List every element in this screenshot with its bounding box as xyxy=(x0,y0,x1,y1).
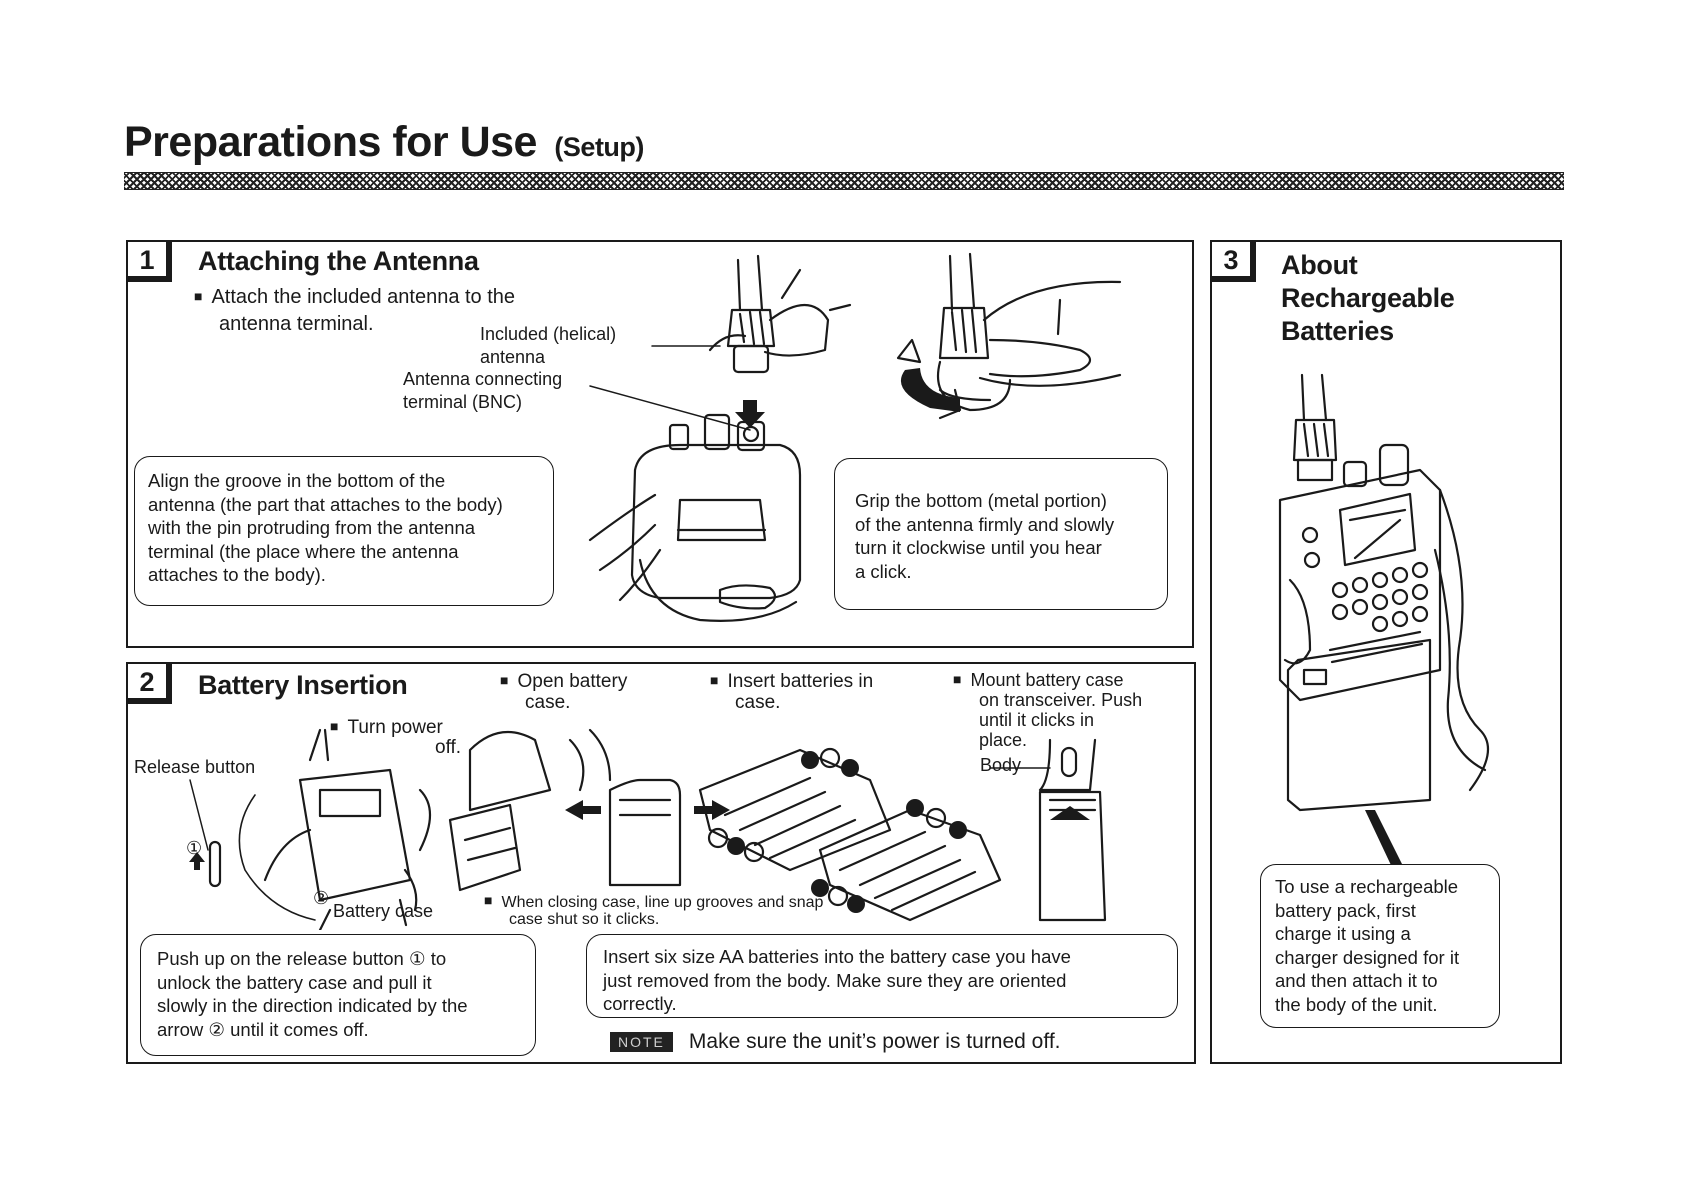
section2-callout-left: Push up on the release button ① to unloc… xyxy=(140,934,536,1056)
label-battery-case: Battery case xyxy=(333,901,434,921)
step-insert-batteries-2: case. xyxy=(735,692,781,713)
section1-callout-right-line: a click. xyxy=(855,560,912,582)
note-text: Make sure the unit’s power is turned off… xyxy=(688,1030,1061,1053)
section2-callout-left-line: slowly in the direction indicated by the xyxy=(157,995,468,1016)
section3-heading-1: About xyxy=(1281,250,1358,280)
section-number-3: 3 xyxy=(1210,240,1256,282)
header-divider xyxy=(124,172,1564,190)
label-antenna-terminal-1: Antenna connecting xyxy=(403,369,563,389)
section-number-2: 2 xyxy=(126,662,172,704)
section1-callout-right-line: turn it clockwise until you hear xyxy=(855,537,1102,558)
section1-bullet-line2: antenna terminal. xyxy=(219,313,374,335)
label-included-antenna-1: Included (helical) xyxy=(480,324,617,344)
section-battery-insertion xyxy=(126,662,1196,1064)
section-attaching-antenna xyxy=(126,240,1194,648)
radio-with-battery-illustration xyxy=(1278,373,1490,870)
section2-callout-mid-line: correctly. xyxy=(603,993,677,1014)
section1-callout-left-line: antenna (the part that attaches to the b… xyxy=(148,493,503,515)
step-turn-power-off-1: Turn power xyxy=(330,716,442,740)
section1-heading: Attaching the Antenna xyxy=(198,246,479,276)
section3-callout-line: To use a rechargeable xyxy=(1275,876,1459,897)
section1-bullet-line1: Attach the included antenna to the xyxy=(194,286,515,310)
section1-callout-right-line: Grip the bottom (metal portion) xyxy=(855,490,1107,511)
step-mount-case-3: until it clicks in xyxy=(979,710,1095,730)
section3-callout-line: the body of the unit. xyxy=(1275,993,1438,1015)
page-title-text: Preparations for Use xyxy=(124,118,537,166)
step-open-case-1: Open battery xyxy=(500,670,627,694)
section-number-1: 1 xyxy=(126,240,172,282)
step-open-case-2: case. xyxy=(525,692,571,713)
step-turn-power-off-2: off. xyxy=(435,737,462,758)
note-row: NOTE Make sure the unit’s power is turne… xyxy=(610,1030,1060,1054)
section3-callout-line: charger designed for it xyxy=(1275,946,1460,968)
section1-callout-right-line: of the antenna firmly and slowly xyxy=(855,513,1115,535)
section3-callout-line: charge it using a xyxy=(1275,923,1411,944)
marker-2: ② xyxy=(313,888,330,908)
section1-callout-left-line: with the pin protruding from the antenna xyxy=(148,517,476,538)
section1-callout-left-line: attaches to the body). xyxy=(148,564,326,585)
section1-callout-left-line: terminal (the place where the antenna xyxy=(148,540,459,562)
section3-callout: To use a rechargeable battery pack, firs… xyxy=(1260,864,1500,1028)
note-label: NOTE xyxy=(610,1032,673,1052)
section2-callout-mid: Insert six size AA batteries into the ba… xyxy=(586,934,1178,1018)
marker-1: ① xyxy=(186,838,203,858)
label-release-button: Release button xyxy=(134,757,256,777)
section3-heading-2: Rechargeable xyxy=(1281,283,1455,313)
page-title: Preparations for Use (Setup) xyxy=(124,118,644,167)
section2-callout-left-line: Push up on the release button ① to xyxy=(157,948,447,969)
section2-callout-mid-line: Insert six size AA batteries into the ba… xyxy=(603,946,1071,967)
antenna-attach-illustration xyxy=(588,252,1122,622)
page-subtitle: (Setup) xyxy=(554,132,644,162)
section3-callout-line: and then attach it to xyxy=(1275,970,1438,991)
step-mount-case-1: Mount battery case xyxy=(953,670,1123,691)
label-body: Body xyxy=(980,755,1022,775)
step-mount-case-2: on transceiver. Push xyxy=(979,690,1143,710)
closing-note-2: case shut so it clicks. xyxy=(509,911,660,928)
section1-callout-right: Grip the bottom (metal portion) of the a… xyxy=(834,458,1168,610)
battery-insertion-illustration xyxy=(189,728,1107,930)
step-mount-case-4: place. xyxy=(979,730,1028,750)
step-insert-batteries-1: Insert batteries in xyxy=(710,670,873,694)
label-antenna-terminal-2: terminal (BNC) xyxy=(403,392,523,412)
section3-heading-3: Batteries xyxy=(1281,316,1394,346)
section2-callout-left-line: unlock the battery case and pull it xyxy=(157,971,432,993)
section-rechargeable-batteries xyxy=(1210,240,1562,1064)
closing-note-1: When closing case, line up grooves and s… xyxy=(484,893,823,912)
section1-callout-left: Align the groove in the bottom of the an… xyxy=(134,456,554,606)
section2-heading: Battery Insertion xyxy=(198,670,408,700)
section2-callout-mid-line: just removed from the body. Make sure th… xyxy=(603,969,1067,991)
section2-callout-left-line: arrow ② until it comes off. xyxy=(157,1018,369,1040)
label-included-antenna-2: antenna xyxy=(480,347,546,367)
section1-callout-left-line: Align the groove in the bottom of the xyxy=(148,470,446,491)
section3-callout-line: battery pack, first xyxy=(1275,899,1416,921)
